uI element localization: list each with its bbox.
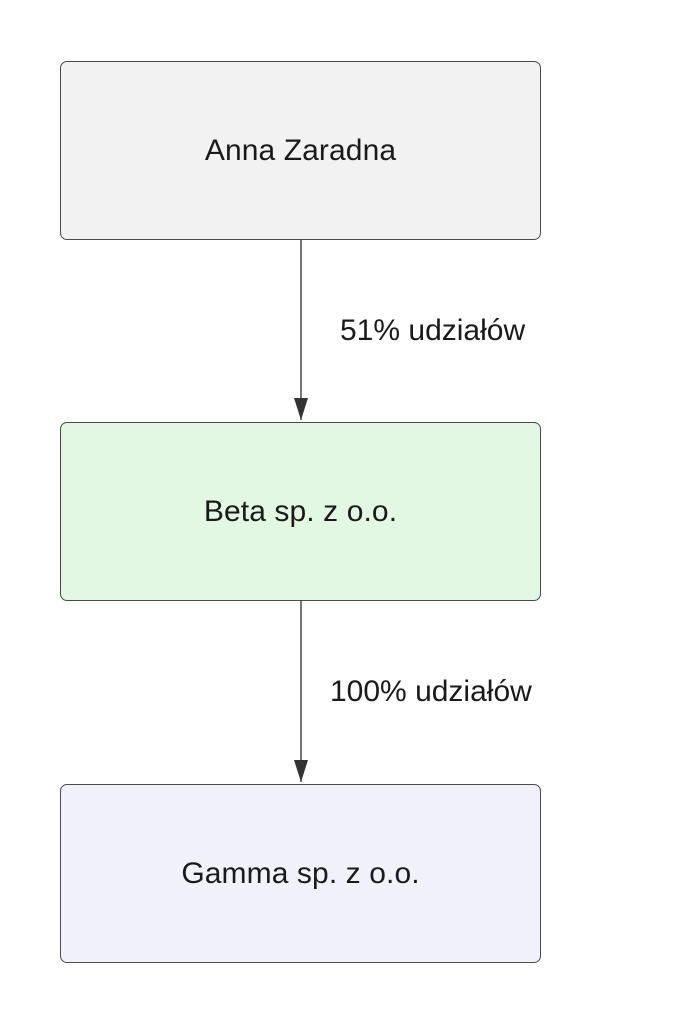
node-label: Gamma sp. z o.o. bbox=[181, 856, 420, 890]
node-beta: Beta sp. z o.o. bbox=[60, 422, 541, 601]
node-anna-zaradna: Anna Zaradna bbox=[60, 61, 541, 240]
node-gamma: Gamma sp. z o.o. bbox=[60, 784, 541, 963]
arrowhead-2 bbox=[294, 760, 308, 782]
arrowhead-1 bbox=[294, 398, 308, 420]
node-label: Beta sp. z o.o. bbox=[203, 494, 398, 528]
edge-label-51-percent: 51% udziałów bbox=[340, 314, 526, 347]
node-label: Anna Zaradna bbox=[204, 133, 397, 167]
edge-label-100-percent: 100% udziałów bbox=[330, 675, 532, 708]
